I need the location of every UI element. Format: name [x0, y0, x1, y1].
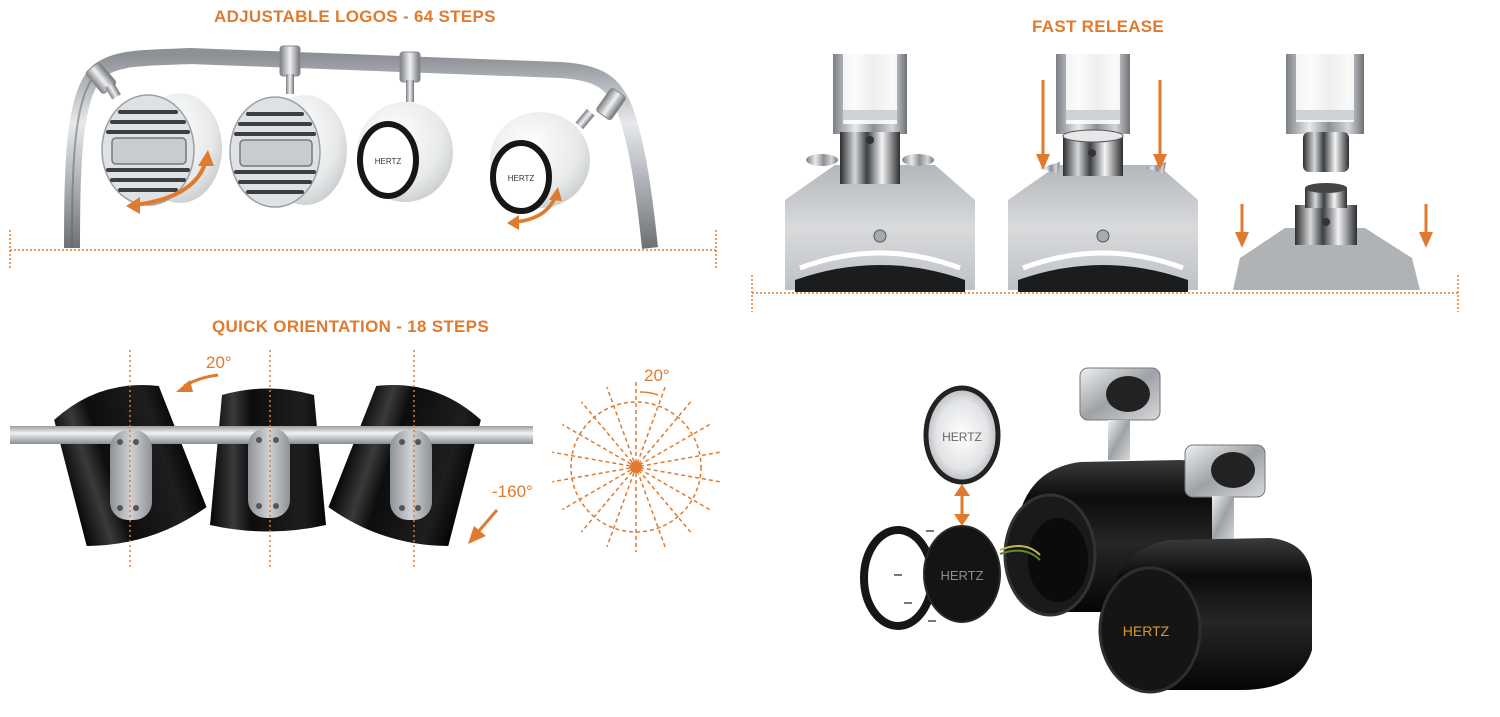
angle-label-negative: -160°	[492, 482, 533, 501]
dial-step-label: 20°	[644, 366, 670, 385]
tweeter-module: HERTZ	[923, 525, 1001, 623]
angle-label-positive: 20°	[206, 353, 232, 372]
orientation-dial-icon	[552, 382, 720, 552]
quick-orientation-title: QUICK ORIENTATION - 18 STEPS	[212, 317, 489, 336]
fast-release-step-attached	[785, 54, 975, 292]
mount-plate	[110, 430, 152, 520]
svg-text:HERTZ: HERTZ	[508, 174, 535, 183]
mount-plate	[248, 428, 290, 518]
down-arrow-icon	[1419, 204, 1433, 248]
down-arrow-icon	[1036, 80, 1050, 170]
down-arrow-icon	[1153, 80, 1167, 170]
speaker-pod-front: HERTZ	[1098, 444, 1312, 694]
svg-text:HERTZ: HERTZ	[1123, 623, 1170, 639]
adjustable-logos-illustration: HERTZ HERTZ	[0, 0, 740, 290]
speaker-logo-3: HERTZ	[357, 102, 453, 202]
svg-text:HERTZ: HERTZ	[942, 430, 982, 444]
speaker-grille-2	[229, 95, 347, 208]
adjustable-logos-title: ADJUSTABLE LOGOS - 64 STEPS	[214, 7, 496, 26]
svg-text:HERTZ: HERTZ	[375, 157, 402, 166]
speaker-logo-4: HERTZ	[490, 112, 590, 214]
logo-grille-cover: HERTZ	[923, 385, 1001, 485]
fast-release-illustration	[740, 40, 1500, 330]
quick-orientation-illustration	[0, 340, 740, 580]
fast-release-step-releasing	[1008, 54, 1198, 292]
rotate-arrow-icon	[134, 159, 208, 207]
trim-ring	[860, 526, 936, 630]
mount-plate	[390, 430, 432, 520]
fast-release-title: FAST RELEASE	[1032, 17, 1165, 36]
exploded-view-illustration: HERTZ HERTZ HERTZ	[850, 350, 1350, 710]
down-arrow-icon	[1235, 204, 1249, 248]
swap-arrow-icon	[954, 484, 970, 526]
speaker-grille-1	[101, 93, 222, 206]
fast-release-step-detached	[1233, 54, 1420, 290]
svg-text:HERTZ: HERTZ	[940, 568, 983, 583]
rotate-left-arrow-icon	[176, 373, 219, 392]
rotate-down-arrow-icon	[468, 509, 499, 544]
